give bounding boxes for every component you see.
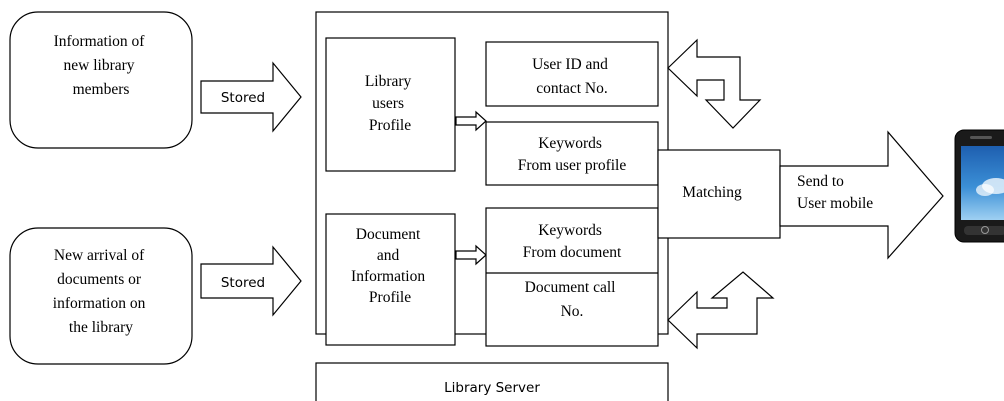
call-no-text: Document call No.	[525, 279, 620, 320]
mobile-phone-icon	[954, 129, 1004, 243]
matching-box	[657, 149, 781, 239]
members-source-text: Information of new library members	[54, 33, 149, 98]
user-id-box	[485, 41, 659, 107]
phone-cloud-2	[976, 184, 994, 196]
document-fields-box	[485, 207, 659, 347]
members-source-box	[9, 11, 193, 149]
keywords-user-box	[485, 121, 659, 186]
send-text: Send to User mobile	[797, 173, 873, 212]
users-to-keywords-arrow	[455, 110, 487, 132]
arrivals-source-box	[9, 227, 193, 365]
user-id-bent-arrow	[667, 38, 762, 129]
arrivals-source-text: New arrival of documents or information …	[53, 247, 149, 336]
users-profile-box	[325, 37, 456, 172]
phone-button-bar	[964, 226, 1004, 235]
library-server-box	[315, 362, 669, 401]
document-to-keywords-arrow	[455, 244, 487, 266]
keywords-user-text: Keywords From user profile	[518, 135, 627, 174]
phone-speaker	[970, 136, 992, 139]
library-server-label: Library Server	[444, 380, 540, 396]
document-profile-box	[325, 213, 456, 346]
send-arrow	[779, 130, 944, 260]
stored-label-top: Stored	[221, 90, 265, 106]
stored-label-bottom: Stored	[221, 275, 265, 291]
phone-home-button	[981, 226, 989, 234]
user-id-text: User ID and contact No.	[532, 56, 612, 97]
users-profile-text: Library users Profile	[365, 73, 415, 134]
stored-arrow-bottom	[200, 245, 302, 317]
call-no-bent-arrow	[667, 271, 775, 350]
stored-arrow-top	[200, 61, 302, 133]
keywords-doc-text: Keywords From document	[523, 222, 622, 261]
matching-text: Matching	[682, 184, 742, 201]
document-profile-text: Document and Information Profile	[351, 226, 429, 306]
